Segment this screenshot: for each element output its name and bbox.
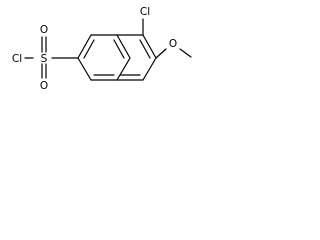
bond-ring-9 xyxy=(142,57,157,81)
atom-labels: Cl S O O Cl O xyxy=(12,6,177,92)
bond-ring-4 xyxy=(116,57,131,81)
atom-label-cl-sulfonyl: Cl xyxy=(12,53,22,65)
atom-label-oxygen-top: O xyxy=(40,24,48,36)
bond-ring-1-inner xyxy=(83,39,95,59)
bond-ring-3-inner xyxy=(113,39,125,59)
bond-ring-6 xyxy=(77,57,92,81)
bond-ring-8-inner xyxy=(139,39,151,59)
bonds xyxy=(24,18,192,81)
atom-label-sulfur: S xyxy=(41,53,48,65)
bond-o-methyl xyxy=(179,48,192,58)
bond-ring-o xyxy=(155,48,167,59)
structure-diagram: Cl S O O Cl O xyxy=(0,0,213,107)
bond-ring-3 xyxy=(116,34,131,59)
atom-label-oxygen-bottom: O xyxy=(40,80,48,92)
bond-ring-1 xyxy=(77,34,92,59)
atom-label-oxygen-methoxy: O xyxy=(169,38,177,50)
bond-ring-8 xyxy=(142,34,157,59)
molecule-drawing: Cl S O O Cl O xyxy=(12,6,192,92)
atom-label-cl-ring: Cl xyxy=(140,6,150,18)
